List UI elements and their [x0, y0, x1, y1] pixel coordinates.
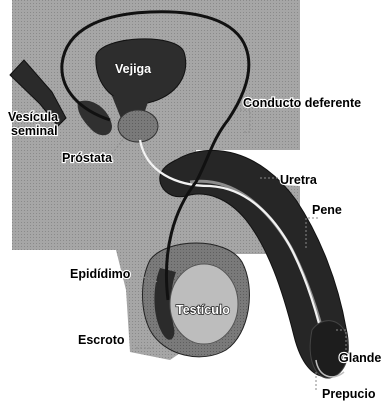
label-vesicula-seminal-line1: Vesícula	[8, 110, 59, 124]
label-glande: Glande	[339, 351, 381, 365]
label-testiculo: Testículo	[176, 303, 230, 317]
label-vesicula-seminal-line2: seminal	[11, 124, 58, 138]
label-vejiga: Vejiga	[115, 62, 152, 76]
glans	[310, 321, 348, 378]
label-uretra: Uretra	[280, 173, 318, 187]
label-escroto: Escroto	[78, 333, 125, 347]
label-conducto-deferente: Conducto deferente	[243, 96, 361, 110]
label-prostata: Próstata	[62, 151, 113, 165]
label-epididimo: Epidídimo	[70, 267, 131, 281]
label-pene: Pene	[312, 203, 342, 217]
prostate	[118, 110, 158, 142]
label-prepucio: Prepucio	[322, 387, 376, 401]
